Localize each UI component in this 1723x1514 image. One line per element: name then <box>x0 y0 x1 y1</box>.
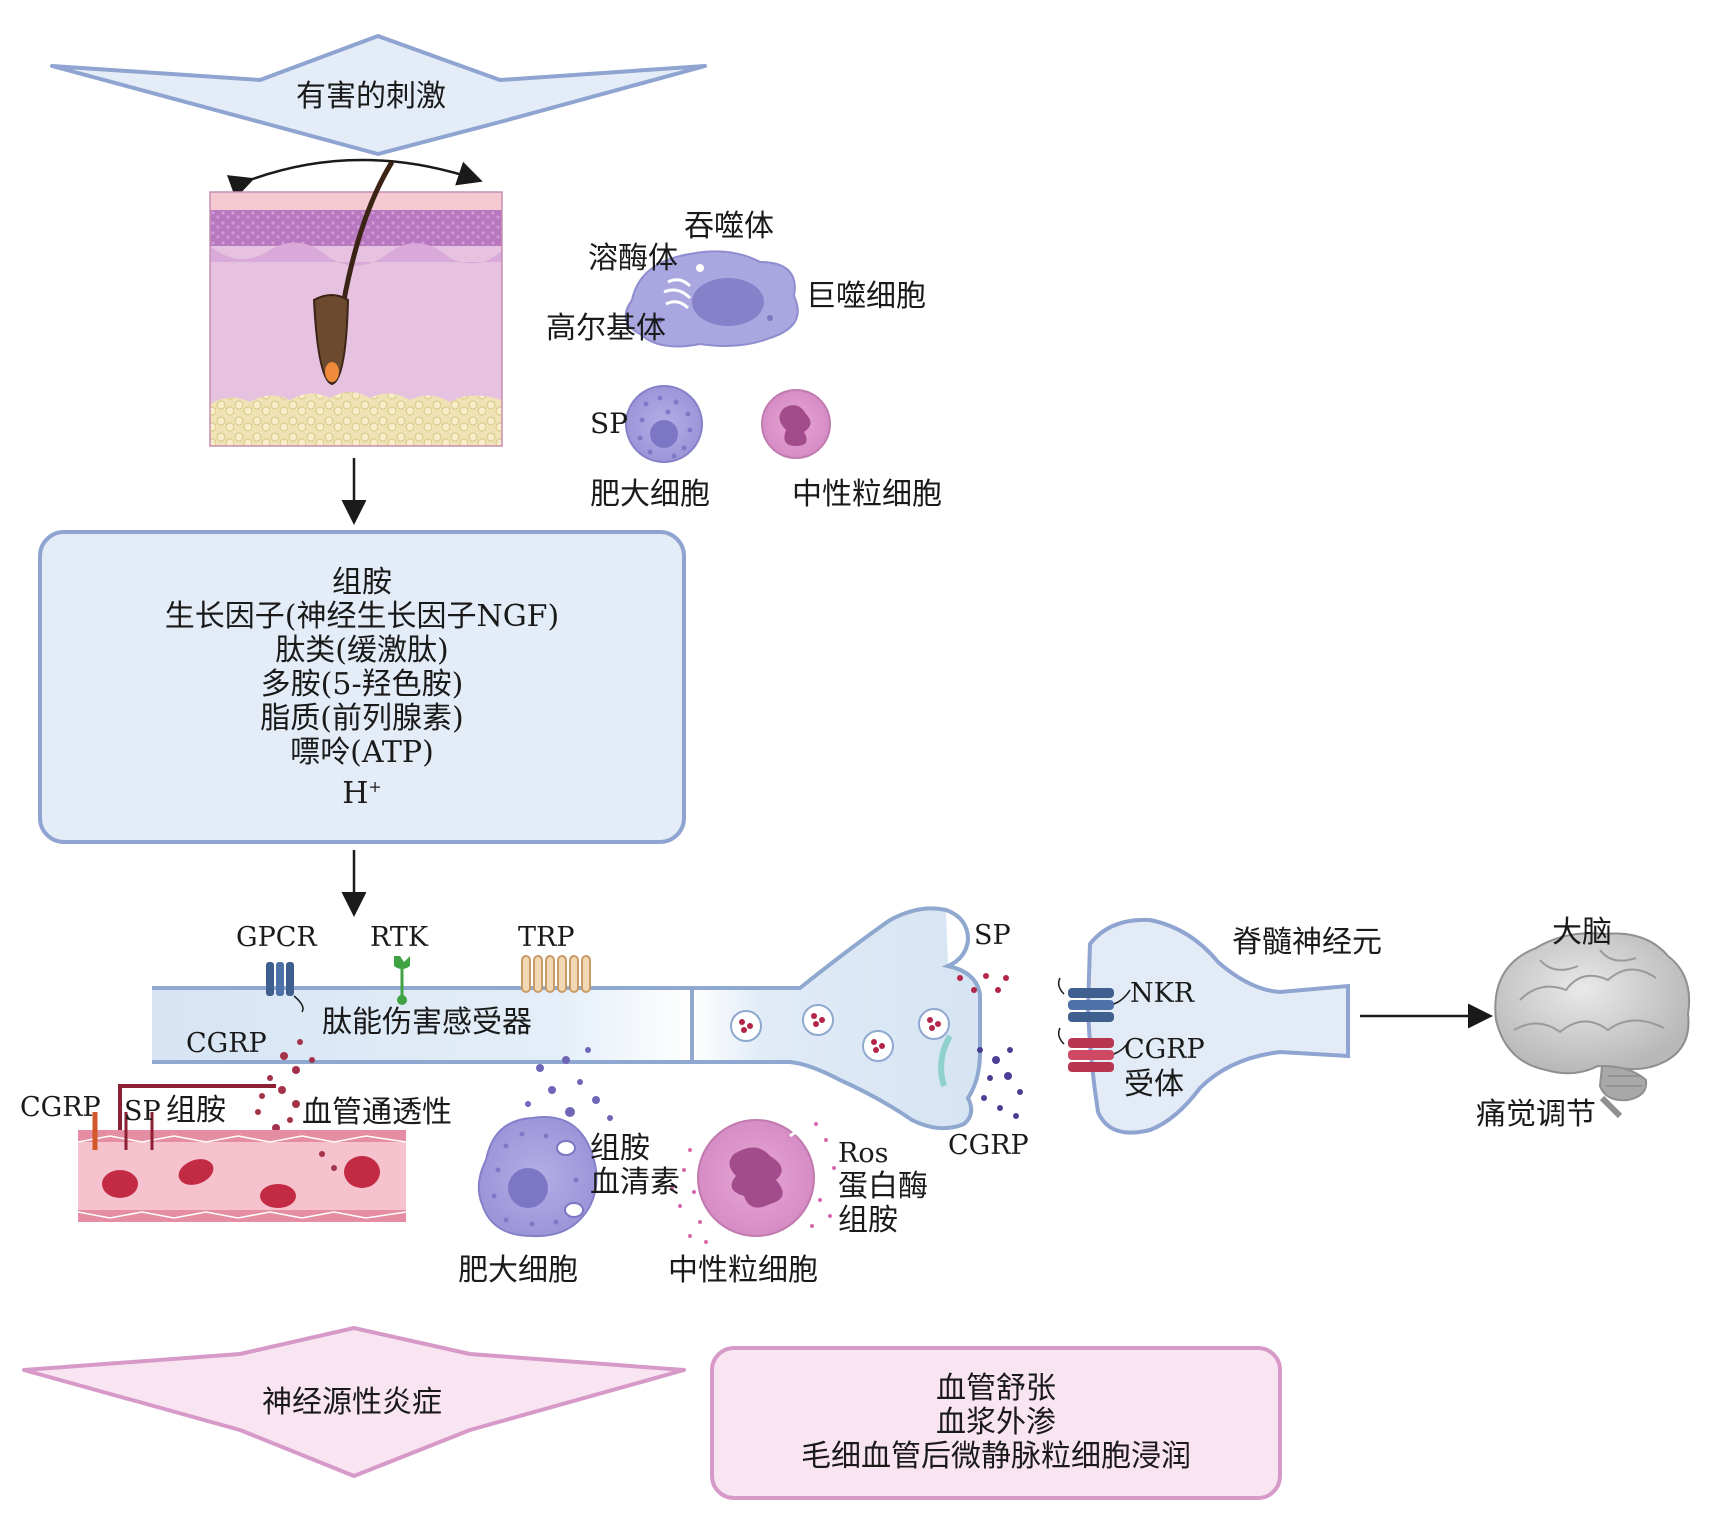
spinal-neuron <box>1085 917 1350 1135</box>
trp-label: TRP <box>518 922 575 953</box>
cgrp-particles <box>977 1047 1023 1119</box>
nociceptor-label: 肽能伤害感受器 <box>322 1005 532 1040</box>
neutrophil-release-protease: 蛋白酶 <box>838 1169 928 1204</box>
vessel-sp-label: SP <box>124 1096 161 1127</box>
sp-top-label: SP <box>590 407 629 440</box>
golgi-label: 高尔基体 <box>546 311 666 346</box>
mast-cell-lower <box>477 1116 598 1238</box>
mediator-item: 生长因子(神经生长因子NGF) <box>164 599 560 634</box>
mediators-box <box>38 530 686 844</box>
brain-caption: 痛觉调节 <box>1476 1097 1596 1132</box>
synapse-terminal <box>690 906 982 1131</box>
neutrophil-lower-label: 中性粒细胞 <box>668 1253 818 1288</box>
spinal-neuron-title: 脊髓神经元 <box>1232 925 1382 960</box>
neutrophil-top <box>761 389 831 459</box>
effects-list: 血管舒张 血浆外渗 毛细血管后微静脉粒细胞浸润 <box>712 1372 1280 1474</box>
mast-cell-top-label: 肥大细胞 <box>590 477 710 512</box>
macrophage-label: 巨噬细胞 <box>806 279 926 314</box>
inflammation-title: 神经源性炎症 <box>262 1385 442 1420</box>
stimulus-title: 有害的刺激 <box>296 79 446 114</box>
effects-box <box>710 1346 1282 1500</box>
brain-icon <box>1494 932 1691 1119</box>
mediator-item: 嘌呤(ATP) <box>290 735 434 770</box>
cgrp-receptor-label-1: CGRP <box>1124 1034 1205 1065</box>
cgrp-receptor-label-2: 受体 <box>1124 1067 1184 1102</box>
macrophage-cell <box>624 250 799 348</box>
neutrophil-release-ros: Ros <box>838 1138 889 1169</box>
hair-follicle <box>312 294 350 386</box>
brain-title: 大脑 <box>1552 915 1612 950</box>
mediator-item: 组胺 <box>332 565 392 600</box>
synapse-sp-label: SP <box>974 920 1011 951</box>
mediator-item: 肽类(缓激肽) <box>275 633 449 668</box>
effect-item: 血管舒张 <box>936 1371 1056 1406</box>
stimulus-star <box>50 34 707 156</box>
vessel-nerve-fiber <box>118 1084 276 1130</box>
mast-release-histamine: 组胺 <box>590 1131 650 1166</box>
nkr-receptor <box>1057 977 1131 1022</box>
movement-double-arrow <box>226 158 483 199</box>
effect-item: 血浆外渗 <box>936 1405 1056 1440</box>
mast-cell-top <box>625 385 703 463</box>
nkr-label: NKR <box>1130 978 1195 1009</box>
nociceptor-cgrp-label: CGRP <box>186 1028 267 1059</box>
cgrp-receptor <box>1057 1027 1131 1072</box>
trp-channel <box>521 955 591 993</box>
mediators-list: 组胺 生长因子(神经生长因子NGF) 肽类(缓激肽) 多胺(5-羟色胺) 脂质(… <box>40 566 684 811</box>
mast-cell-lower-label: 肥大细胞 <box>458 1253 578 1288</box>
neutrophil-particles <box>670 1122 836 1244</box>
rtk-receptor <box>394 956 410 1005</box>
neutrophil-lower <box>697 1119 815 1237</box>
phagosome-label: 吞噬体 <box>684 209 774 244</box>
sp-particles <box>957 973 1009 993</box>
rtk-label: RTK <box>370 922 429 953</box>
mediator-item: 脂质(前列腺素) <box>260 701 464 736</box>
effect-item: 毛细血管后微静脉粒细胞浸润 <box>801 1439 1191 1474</box>
proton-charge: + <box>368 777 382 796</box>
gpcr-receptor <box>266 962 304 1013</box>
synapse-cgrp-label: CGRP <box>948 1130 1029 1161</box>
neutrophil-release-histamine: 组胺 <box>838 1203 898 1238</box>
skin-section <box>209 160 503 447</box>
mediator-item: 多胺(5-羟色胺) <box>260 667 464 702</box>
gpcr-label: GPCR <box>236 922 317 953</box>
mediator-proton: H+ <box>342 776 382 811</box>
vessel-histamine-label: 组胺 <box>166 1093 226 1128</box>
nociceptor-axon <box>152 986 692 1064</box>
blood-vessel <box>77 1130 407 1222</box>
vessel-cgrp-label: CGRP <box>20 1092 101 1123</box>
lysosome-label: 溶酶体 <box>588 241 678 276</box>
mast-release-serotonin: 血清素 <box>590 1165 680 1200</box>
inflammation-star <box>22 1326 686 1478</box>
mast-cell-granules <box>525 1047 613 1121</box>
vessel-permeability-label: 血管通透性 <box>302 1095 452 1130</box>
neutrophil-top-label: 中性粒细胞 <box>792 477 942 512</box>
